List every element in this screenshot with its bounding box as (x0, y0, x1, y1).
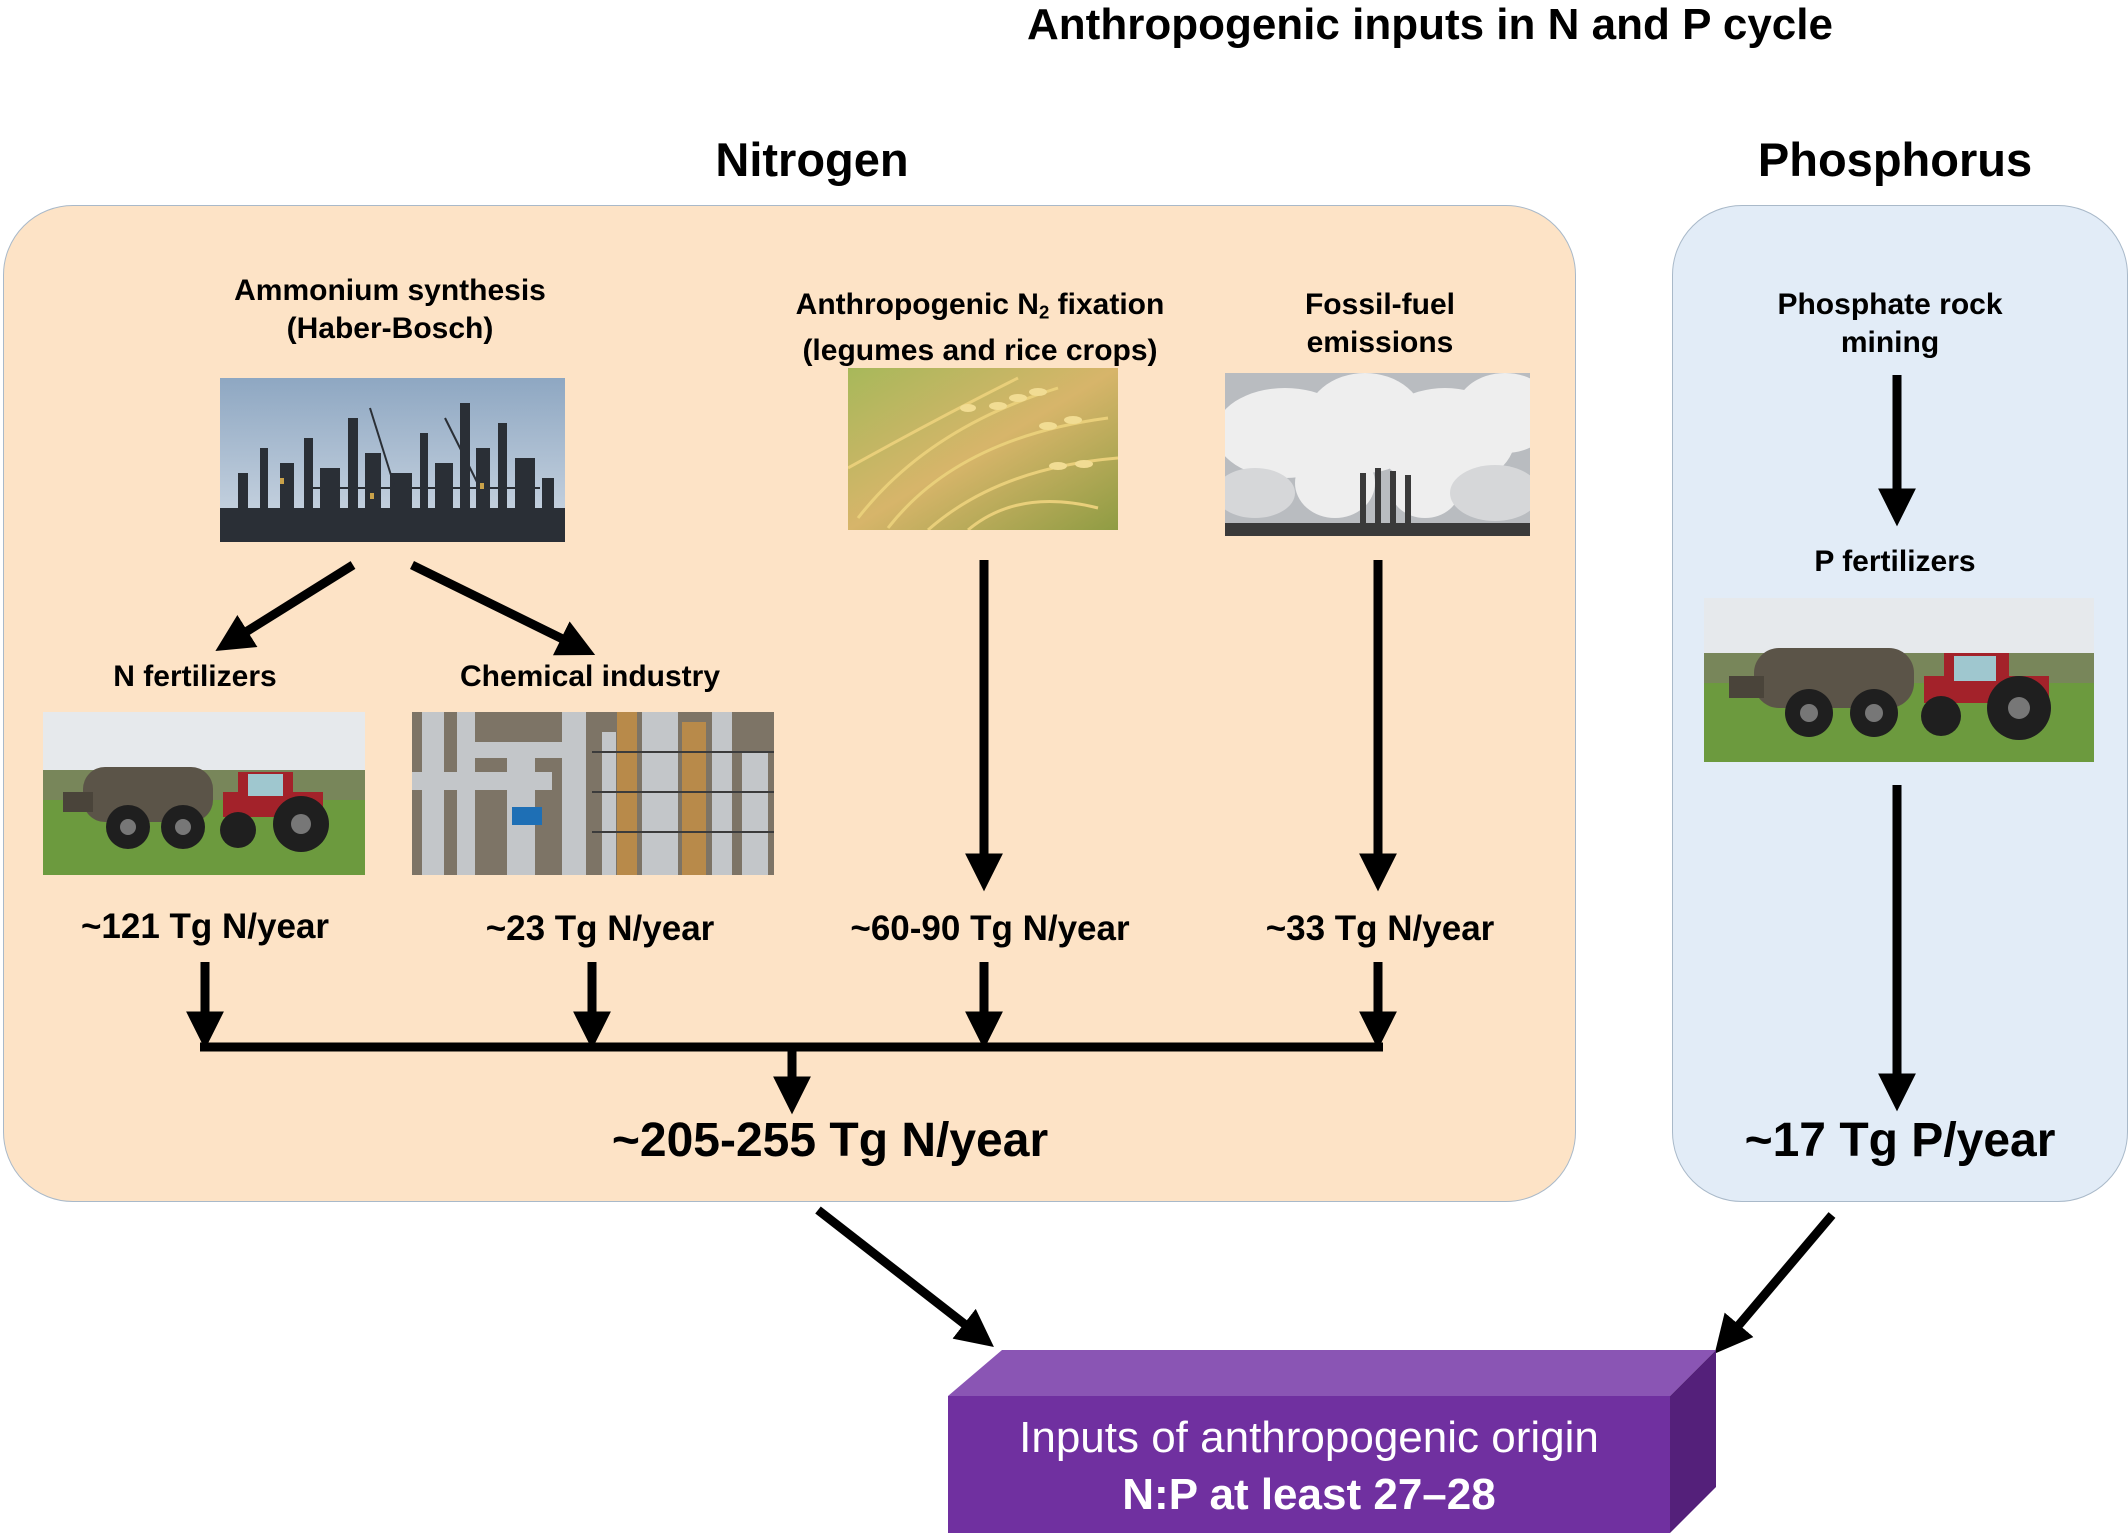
result-box-front (948, 1396, 1670, 1533)
refinery-photo (220, 378, 565, 542)
chemical-plant-pipes-photo (412, 712, 774, 875)
phosphorus-heading: Phosphorus (1757, 133, 2033, 186)
arrow-nitrogen-to-result (815, 1206, 994, 1347)
arrow-phosphorus-to-result (1714, 1212, 1836, 1354)
n-fertilizers-flow: ~121 Tg N/year (80, 907, 330, 946)
result-line2: N:P at least 27–28 (1122, 1470, 1496, 1519)
phosphorus-total: ~17 Tg P/year (1744, 1114, 2056, 1167)
tractor-tanker-photo (43, 712, 365, 875)
nitrogen-heading: Nitrogen (715, 133, 909, 186)
arrow-haber-to-chemical-industry (410, 560, 596, 656)
nitrogen-total: ~205-255 Tg N/year (611, 1114, 1049, 1167)
rice-crop-photo (848, 368, 1118, 530)
fossil-fuel-flow: ~33 Tg N/year (1265, 909, 1495, 948)
chemical-industry-flow: ~23 Tg N/year (485, 909, 715, 948)
nitrogen-panel (3, 205, 1576, 1202)
haber-bosch-label: Ammonium synthesis (Haber-Bosch) (234, 274, 546, 345)
tractor-tanker-photo (1704, 598, 2094, 762)
result-box-side (1670, 1350, 1716, 1533)
result-line1: Inputs of anthropogenic origin (1019, 1413, 1599, 1462)
figure-title: Anthropogenic inputs in N and P cycle (1027, 0, 1833, 49)
result-box-top (948, 1350, 1716, 1396)
n-fertilizers-label: N fertilizers (113, 660, 277, 693)
n2-fixation-label: Anthropogenic N2 fixation (legumes and r… (795, 288, 1165, 367)
arrow-haber-to-n-fertilizers (215, 561, 356, 652)
p-fertilizers-label: P fertilizers (1814, 545, 1976, 578)
phosphate-rock-label: Phosphate rock mining (1777, 288, 2003, 359)
chemical-industry-label: Chemical industry (459, 660, 721, 693)
n2-fixation-flow: ~60-90 Tg N/year (850, 909, 1130, 948)
power-plant-smoke-photo (1225, 373, 1530, 536)
fossil-fuel-label: Fossil-fuel emissions (1304, 288, 1455, 359)
